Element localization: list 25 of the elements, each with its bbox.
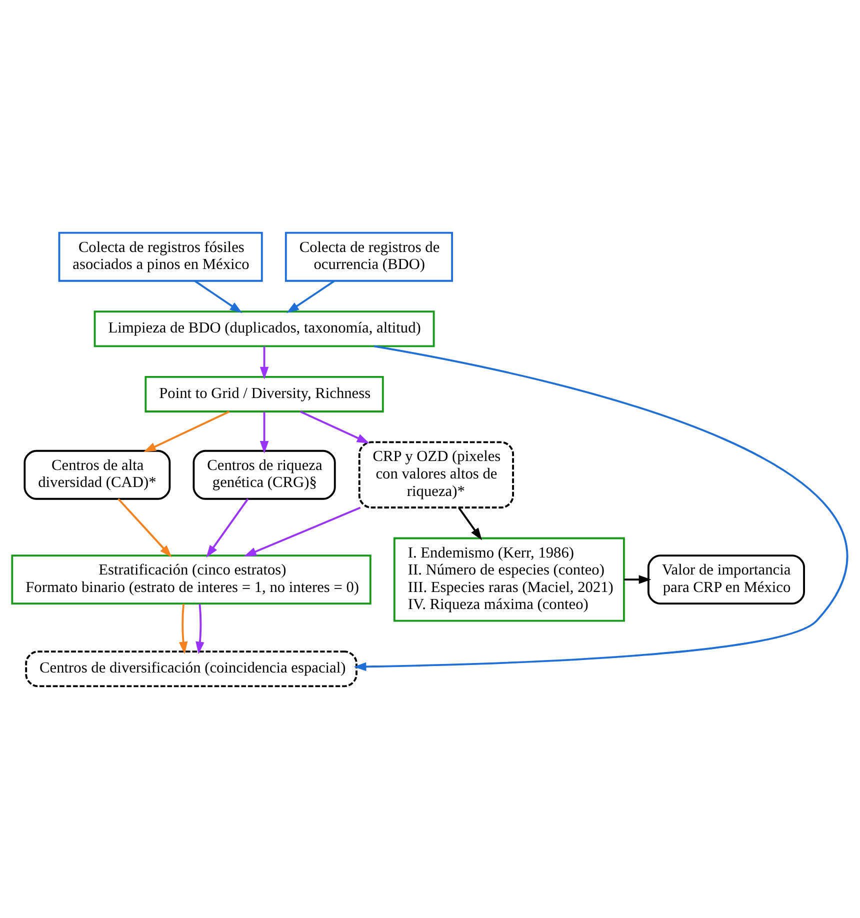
node-box: Point to Grid / Diversity, Richness xyxy=(144,375,384,412)
node-box: Valor de importancia para CRP en México xyxy=(648,554,805,604)
node-box: Centros de alta diversidad (CAD)* xyxy=(24,449,171,500)
node-box: Colecta de registros fósiles asociados a pinos en México xyxy=(58,231,263,282)
node-box: I. Endemismo (Kerr, 1986) II. Número de especies (conteo) III. Especies raras (Maciel, 2021) IV. Riqueza máxima (conteo) xyxy=(393,536,625,622)
arrow xyxy=(260,346,269,379)
arrow xyxy=(206,498,249,558)
arrow xyxy=(196,603,204,654)
arrow xyxy=(178,603,188,654)
arrow xyxy=(244,506,361,556)
arrow xyxy=(260,411,269,454)
arrow xyxy=(354,344,847,671)
node-box: Centros de riqueza genética (CRG)§ xyxy=(192,449,336,500)
arrow xyxy=(458,506,482,540)
node-box: CRP y OZD (pixeles con valores altos de riqueza)* xyxy=(358,440,514,508)
arrow xyxy=(624,574,652,584)
arrow xyxy=(194,280,242,313)
arrow xyxy=(300,410,370,443)
arrow xyxy=(118,498,172,557)
node-box: Centros de diversificación (coincidencia espacial) xyxy=(25,650,358,687)
node-box: Estratificación (cinco estratos) Formato binario (estrato de interes = 1, no interes = 0) xyxy=(11,554,372,604)
node-box: Limpieza de BDO (duplicados, taxonomía, altitud) xyxy=(94,310,435,347)
arrow xyxy=(286,280,335,313)
node-box: Colecta de registros de ocurrencia (BDO) xyxy=(284,231,453,282)
arrow xyxy=(143,410,230,452)
